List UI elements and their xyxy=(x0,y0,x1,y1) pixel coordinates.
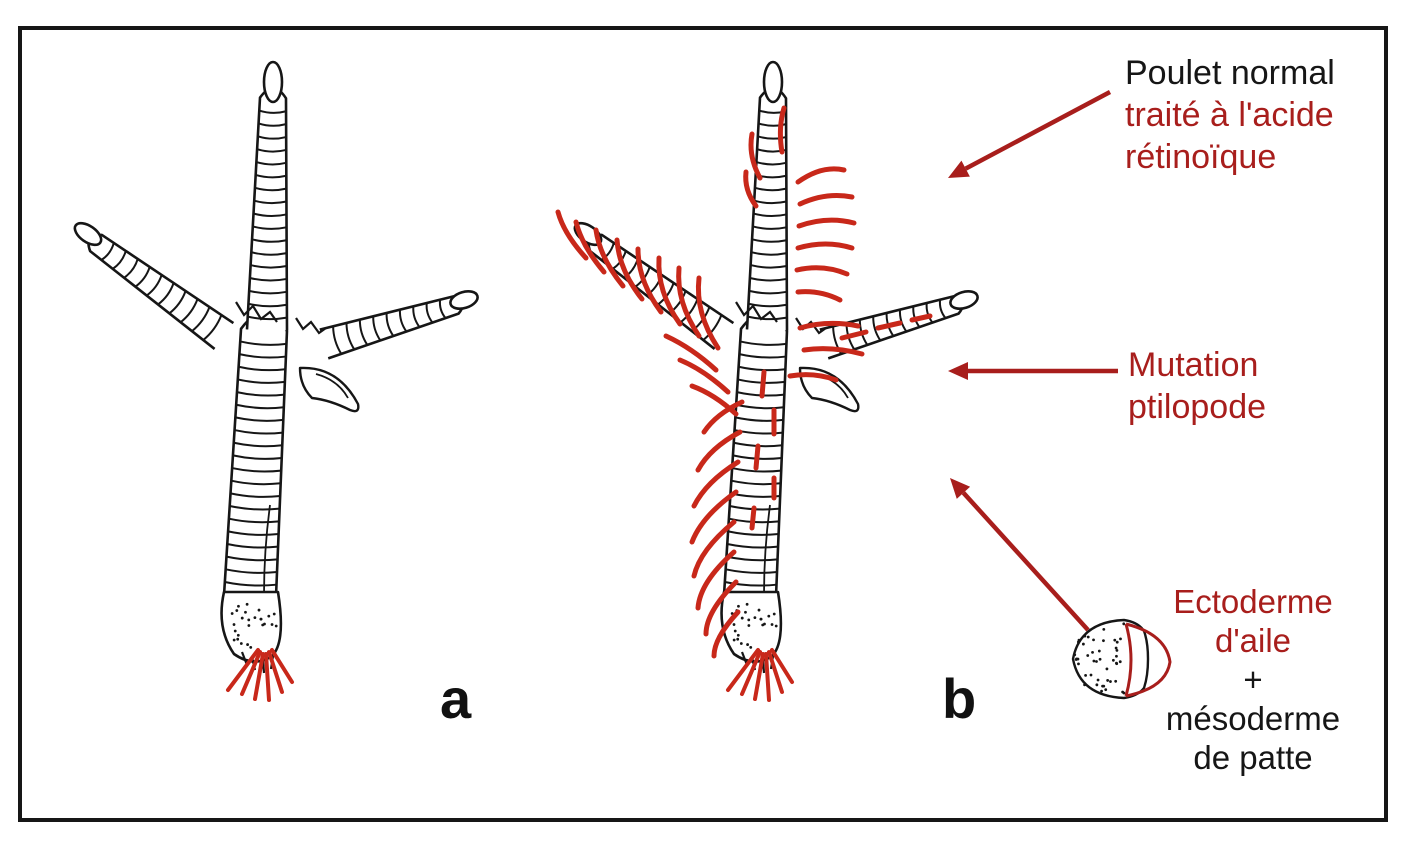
arrow-mutation xyxy=(948,362,1118,380)
label-treatment-line3: rétinoïque xyxy=(1125,138,1277,176)
label-treatment-line2: traité à l'acide xyxy=(1125,96,1334,134)
label-mutation-line1: Mutation xyxy=(1128,346,1259,384)
panel-label-b: b xyxy=(942,667,977,730)
feather-overlay xyxy=(555,105,933,659)
label-graft-line1: Ectoderme xyxy=(1173,583,1333,620)
label-graft: Ectoderme d'aile + mésoderme de patte xyxy=(1158,582,1348,777)
label-graft-line2: d'aile xyxy=(1214,622,1292,659)
label-mutation-line2: ptilopode xyxy=(1128,388,1267,426)
label-treatment-line1: Poulet normal xyxy=(1125,54,1335,92)
panel-label-a: a xyxy=(440,667,472,730)
label-graft-plus: + xyxy=(1243,661,1263,698)
label-treatment: Poulet normal traité à l'acide rétinoïqu… xyxy=(1125,52,1335,178)
label-mutation: Mutation ptilopode xyxy=(1128,344,1266,428)
label-graft-line4: de patte xyxy=(1193,739,1313,776)
arrow-treatment xyxy=(948,90,1112,178)
chicken-foot-b xyxy=(573,60,979,702)
label-graft-line3: mésoderme xyxy=(1165,700,1341,737)
chicken-foot-a xyxy=(73,60,479,702)
limb-bud-diagram xyxy=(1071,618,1172,700)
arrow-graft xyxy=(950,478,1090,632)
